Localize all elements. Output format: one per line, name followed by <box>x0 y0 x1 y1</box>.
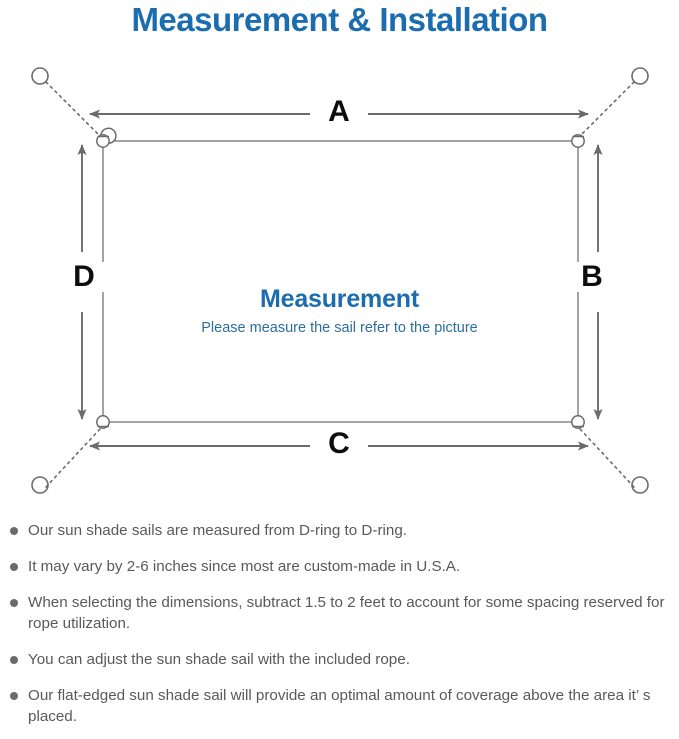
sail-outline <box>102 140 579 423</box>
note-text: Our sun shade sails are measured from D-… <box>28 522 407 539</box>
rope-line-bottom-left <box>45 428 101 488</box>
bullet-icon <box>10 656 18 664</box>
note-text: Our flat-edged sun shade sail will provi… <box>28 687 651 725</box>
bullet-icon <box>10 599 18 607</box>
note-text: When selecting the dimensions, subtract … <box>28 594 665 632</box>
dimension-label-c: C <box>310 429 368 459</box>
d-ring-tabs <box>97 135 584 428</box>
note-item: Our flat-edged sun shade sail will provi… <box>0 685 679 727</box>
d-ring-circle-top-right <box>571 134 585 148</box>
rope-line-top-left <box>45 81 101 137</box>
note-text: It may vary by 2-6 inches since most are… <box>28 558 461 575</box>
notes-list: Our sun shade sails are measured from D-… <box>0 520 679 727</box>
bullet-icon <box>10 692 18 700</box>
anchor-point-top-left <box>31 67 49 85</box>
dimension-label-b: B <box>572 262 612 292</box>
bullet-icon <box>10 527 18 535</box>
note-item: Our sun shade sails are measured from D-… <box>0 520 679 541</box>
page-title: Measurement & Installation <box>131 1 548 38</box>
rope-line-top-right <box>579 81 635 137</box>
anchor-point-top-right <box>631 67 649 85</box>
anchor-points <box>31 67 649 494</box>
dimension-label-a: A <box>310 97 368 127</box>
note-text: You can adjust the sun shade sail with t… <box>28 651 410 668</box>
d-ring-circle-top-left <box>96 134 110 148</box>
rope-lines <box>45 81 635 488</box>
bullet-icon <box>10 563 18 571</box>
anchor-point-bottom-right <box>631 476 649 494</box>
anchor-point-bottom-left <box>31 476 49 494</box>
d-ring-circle-bottom-right <box>571 415 585 429</box>
d-rings <box>96 127 585 429</box>
rope-line-bottom-right <box>579 428 635 488</box>
note-item: When selecting the dimensions, subtract … <box>0 592 679 634</box>
note-item: It may vary by 2-6 inches since most are… <box>0 556 679 577</box>
dimension-label-d: D <box>64 262 104 292</box>
d-ring-circle-bottom-left <box>96 415 110 429</box>
note-item: You can adjust the sun shade sail with t… <box>0 649 679 670</box>
